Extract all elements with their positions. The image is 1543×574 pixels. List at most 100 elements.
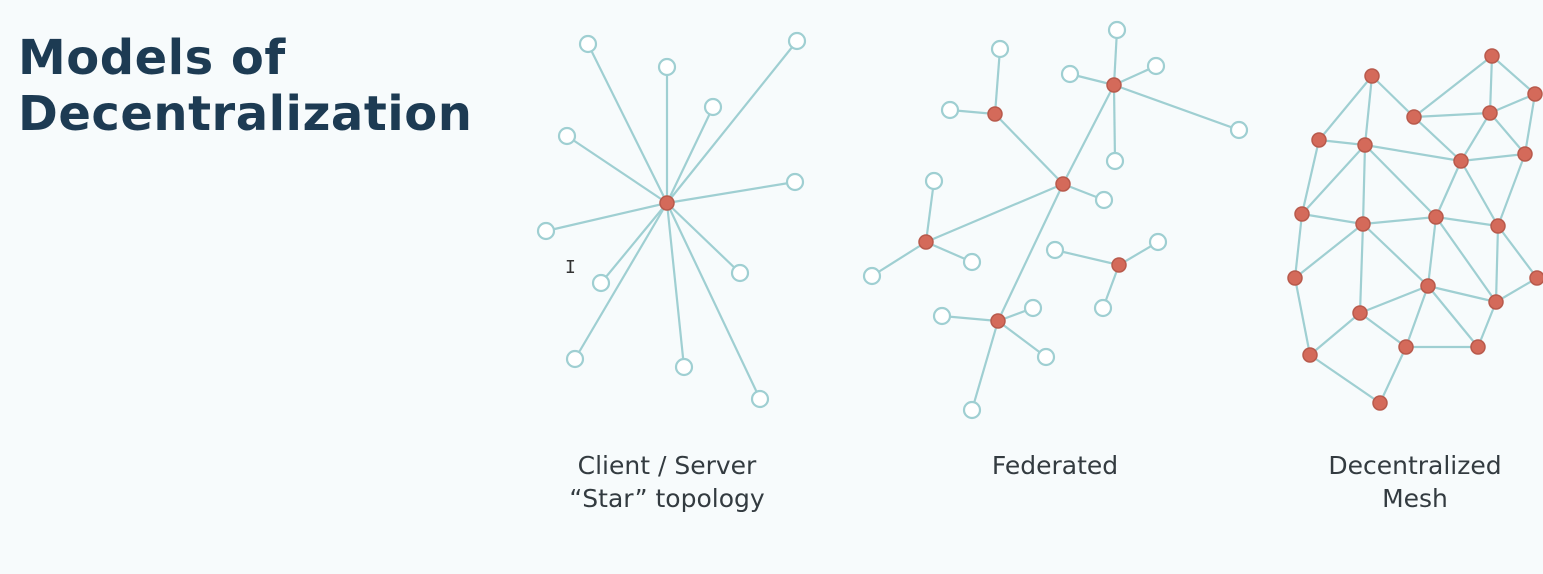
federated-hub-node [1055,176,1071,192]
star-edge [665,202,686,368]
federated-hub-node [1111,257,1127,273]
mesh-edge [1488,55,1494,114]
mesh-edge [1364,143,1462,163]
federated-hub-node [1106,77,1122,93]
mesh-hub-node [1453,153,1469,169]
mesh-edge [1426,216,1438,287]
mesh-edge [1309,354,1381,404]
star-edge [666,180,796,205]
federated-leaf-node [1036,347,1056,367]
star-leaf-node [536,221,556,241]
mesh-edge [1359,284,1429,315]
caption-star-line-2: “Star” topology [569,484,765,513]
mesh-hub-node [1302,347,1318,363]
caption-federated: Federated [925,449,1185,482]
mesh-hub-node [1490,218,1506,234]
caption-mesh-line-2: Mesh [1382,484,1448,513]
mesh-edge [1301,144,1366,215]
star-edge [666,202,741,274]
federated-edge [924,180,936,243]
star-leaf-node [785,172,805,192]
mesh-edge [1371,75,1415,118]
star-topology-diagram [536,31,807,409]
federated-leaf-node [1229,120,1249,140]
federated-leaf-node [1093,298,1113,318]
mesh-hub-node [1428,209,1444,225]
mesh-edge [1293,213,1304,279]
federated-leaf-node [1045,240,1065,260]
federated-edge [1112,84,1117,162]
mesh-hub-node [1529,270,1543,286]
mesh-edge [1294,223,1364,279]
star-leaf-node [657,57,677,77]
star-edge [587,43,668,204]
federated-leaf-node [1148,232,1168,252]
mesh-edge [1413,116,1462,162]
star-leaf-node [703,97,723,117]
mesh-edge [1497,225,1538,279]
star-edge [545,201,668,233]
mesh-hub-node [1398,339,1414,355]
federated-hub-node [990,313,1006,329]
mesh-hub-node [1527,86,1543,102]
federated-edge [997,320,1047,358]
caption-star-topology: Client / Server “Star” topology [537,449,797,515]
federated-hub-node [918,234,934,250]
text-cursor-icon: I [565,257,576,278]
star-leaf-node [730,263,750,283]
star-edge [666,40,798,204]
mesh-edge [1460,160,1499,227]
mesh-hub-node [1484,48,1500,64]
mesh-hub-node [1311,132,1327,148]
mesh-hub-node [1355,216,1371,232]
federated-leaf-node [924,171,944,191]
federated-leaf-node [1107,20,1127,40]
federated-leaf-node [940,100,960,120]
star-leaf-node [565,349,585,369]
caption-star-line-1: Client / Server [577,451,757,480]
mesh-edge [1364,144,1437,218]
mesh-hub-node [1352,305,1368,321]
mesh-edge [1523,93,1537,155]
mesh-edge [1361,144,1367,225]
mesh-edge [1362,223,1429,287]
star-hub-node [659,195,675,211]
mesh-edge [1427,285,1479,348]
slide-title-line-2: Decentralization [18,86,473,142]
federated-hub-node [987,106,1003,122]
caption-federated-line-1: Federated [991,451,1119,480]
star-edge [600,202,668,284]
mesh-hub-node [1287,270,1303,286]
star-edge [566,135,668,204]
slide-title: Models of Decentralization [18,30,472,142]
federated-edge [994,113,1064,185]
federated-topology-diagram [862,20,1249,420]
mesh-edge [1460,152,1526,163]
mesh-hub-node [1420,278,1436,294]
federated-edge [997,183,1064,322]
mesh-edge [1427,284,1497,304]
federated-edge [871,241,927,277]
mesh-edge [1301,212,1364,226]
federated-edge [970,320,1000,411]
federated-leaf-node [962,400,982,420]
federated-edge [925,182,1064,244]
federated-leaf-node [1060,64,1080,84]
federated-edge [1054,248,1120,267]
mesh-edge [1495,277,1538,303]
federated-leaf-node [1105,151,1125,171]
mesh-edge [1363,75,1374,146]
star-leaf-node [750,389,770,409]
federated-leaf-node [1146,56,1166,76]
slide-title-line-1: Models of [18,30,286,86]
star-edge [666,202,761,400]
mesh-edge [1413,55,1493,118]
star-leaf-node [674,357,694,377]
mesh-edge [1362,215,1437,226]
federated-edge [993,48,1002,115]
mesh-edge [1494,225,1500,303]
mesh-edge [1489,112,1526,155]
mesh-edge [1413,111,1491,119]
